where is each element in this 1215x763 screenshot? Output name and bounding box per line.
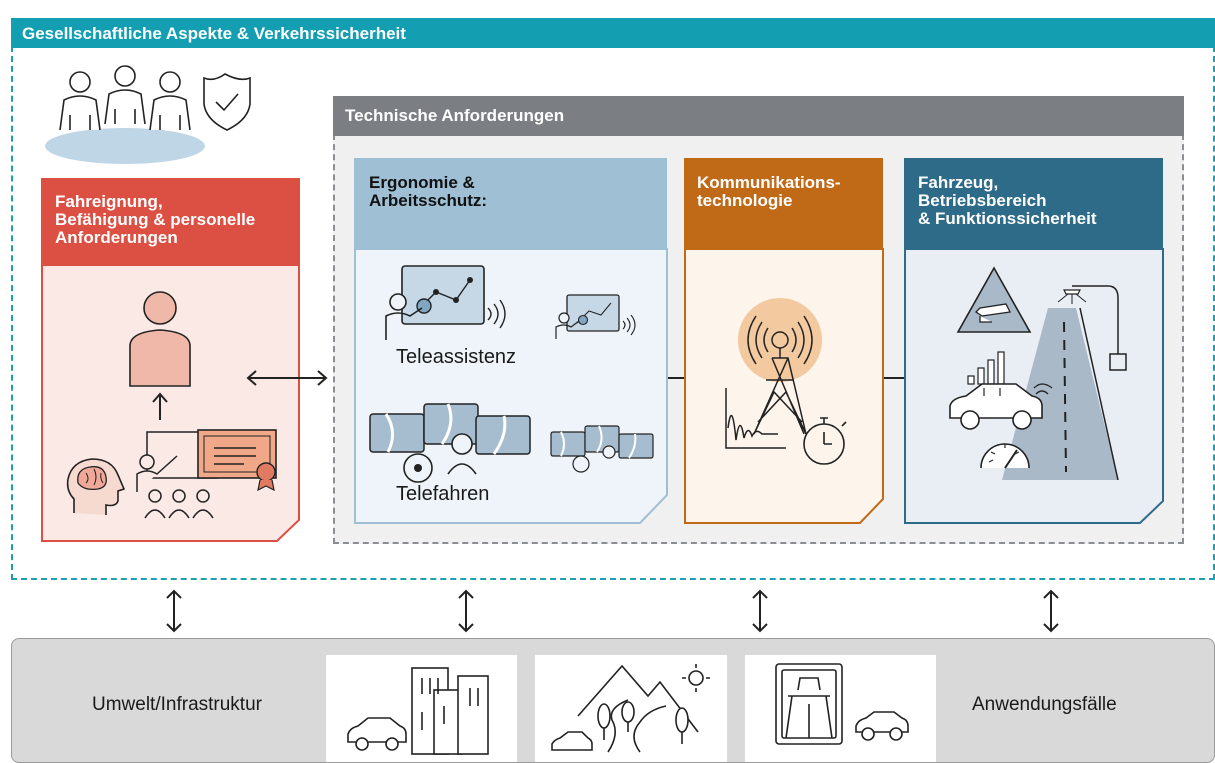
driver-title-line3: Anforderungen: [55, 228, 178, 247]
ergonomics-card-title: Ergonomie & Arbeitsschutz:: [369, 174, 487, 210]
vertical-arrow-icon: [1043, 589, 1059, 633]
road-camera-icon: [956, 266, 1127, 481]
communication-card-header: [684, 158, 883, 250]
stopwatch-icon: [803, 417, 847, 465]
ergonomics-card-header: [354, 158, 667, 250]
certificate-icon: [197, 429, 277, 492]
vehicle-card-header: [904, 158, 1163, 250]
driver-title-line1: Fahreignung,: [55, 192, 163, 211]
driver-title-line2: Befähigung & personelle: [55, 210, 256, 229]
teleassist-label: Teleassistenz: [396, 346, 517, 368]
society-frame: [11, 46, 1215, 580]
technical-header: Technische Anforderungen: [333, 96, 1184, 136]
use-cases-label: Anwendungsfälle: [972, 694, 1117, 715]
vehicle-card-title: Fahrzeug, Betriebsbereich & Funktionssic…: [918, 174, 1097, 228]
remote-assist-icon: [385, 265, 506, 340]
driver-card-title: Fahreignung, Befähigung & personelle Anf…: [55, 193, 255, 247]
communication-card-title: Kommunikations- technologie: [697, 174, 841, 210]
remote-drive-small-icon: [550, 425, 654, 473]
speedometer-icon: [980, 443, 1030, 469]
driver-card-header: [41, 178, 300, 266]
vehicle-title-line1: Fahrzeug,: [918, 173, 999, 192]
ergonomics-title-line2: Arbeitsschutz:: [369, 191, 488, 210]
environment-label: Umwelt/Infrastruktur: [92, 694, 262, 715]
brain-head-icon: [66, 458, 126, 515]
radio-tower-icon: [725, 298, 822, 449]
mountain-icon: [551, 664, 710, 753]
vertical-arrow-icon: [752, 589, 768, 633]
bidirectional-arrow-icon: [246, 370, 328, 386]
vertical-arrow-icon: [458, 589, 474, 633]
remote-assist-small-icon: [555, 294, 636, 339]
city-icon: [347, 667, 489, 755]
up-arrow-icon: [152, 392, 168, 420]
person-icon: [129, 291, 191, 387]
highway-sign-icon: [775, 663, 909, 745]
vehicle-title-line3: & Funktionssicherheit: [918, 209, 1097, 228]
communication-title-line1: Kommunikations-: [697, 173, 841, 192]
telefahren-label: Telefahren: [396, 483, 490, 505]
vehicle-title-line2: Betriebsbereich: [918, 191, 1047, 210]
people-shield-icon: [45, 65, 251, 164]
society-header: Gesellschaftliche Aspekte & Verkehrssich…: [11, 18, 1215, 48]
ergonomics-title-line1: Ergonomie &: [369, 173, 475, 192]
remote-drive-icon: [369, 403, 531, 483]
car-icon: [949, 383, 1053, 430]
vertical-arrow-icon: [166, 589, 182, 633]
communication-title-line2: technologie: [697, 191, 793, 210]
